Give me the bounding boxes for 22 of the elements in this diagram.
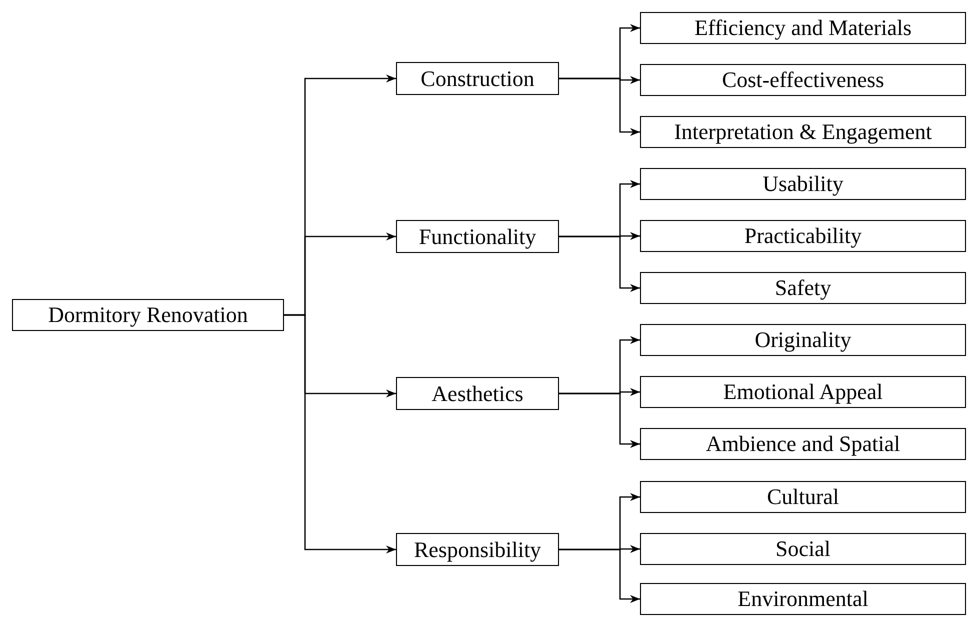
- arrow: [559, 236, 640, 292]
- text-box: Environmental: [640, 583, 966, 615]
- text-box: Safety: [640, 272, 966, 304]
- arrow: [559, 392, 640, 448]
- text-box: Dormitory Renovation: [12, 299, 284, 331]
- text-box: Emotional Appeal: [640, 376, 966, 408]
- arrow: [559, 548, 640, 603]
- text-box: Responsibility: [396, 533, 559, 566]
- arrow: [284, 314, 396, 554]
- text-box: Interpretation & Engagement: [640, 116, 966, 148]
- text-box: Efficiency and Materials: [640, 12, 966, 44]
- text-box: Functionality: [396, 220, 559, 253]
- text-box: Practicability: [640, 220, 966, 252]
- text-box: Usability: [640, 168, 966, 200]
- arrow: [559, 78, 640, 136]
- text-box: Cultural: [640, 481, 966, 513]
- text-box: Ambience and Spatial: [640, 428, 966, 460]
- text-box: Cost-effectiveness: [640, 64, 966, 96]
- text-box: Originality: [640, 324, 966, 356]
- text-box: Aesthetics: [396, 377, 559, 410]
- text-box: Social: [640, 533, 966, 565]
- text-box: Construction: [396, 62, 559, 95]
